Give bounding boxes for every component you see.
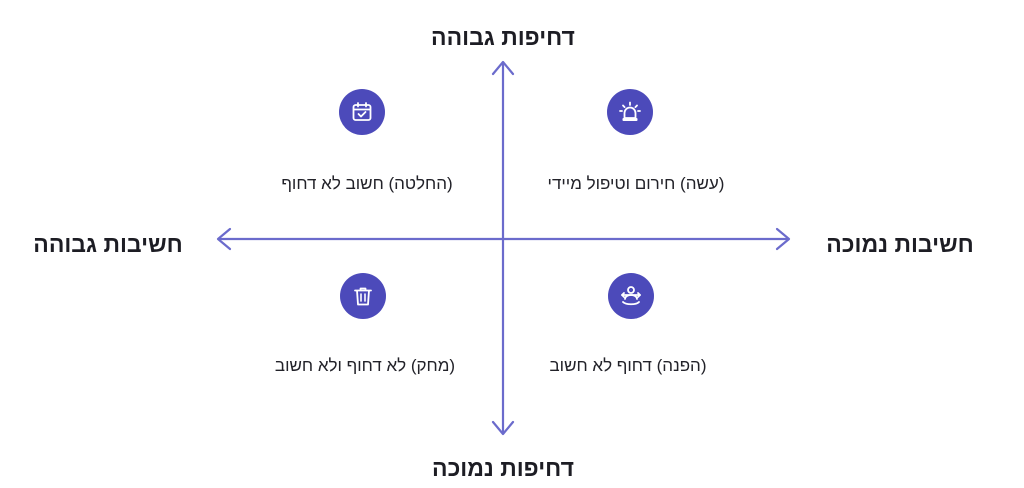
trash-icon — [340, 273, 386, 319]
quadrant-label-top-left: (החלטה) חשוב לא דחוף — [281, 174, 453, 193]
axis-label-top: דחיפות גבוהה — [431, 24, 575, 50]
alarm-siren-icon — [607, 89, 653, 135]
arrow-down — [491, 420, 515, 436]
axis-label-right: חשיבות נמוכה — [826, 231, 974, 257]
calendar-check-icon — [339, 89, 385, 135]
arrow-right — [775, 227, 791, 251]
axis-label-left: חשיבות גבוהה — [33, 231, 183, 257]
quadrant-label-top-right: (עשה) חירום וטיפול מיידי — [547, 174, 725, 193]
delegate-person-icon — [608, 273, 654, 319]
quadrant-label-bottom-left: (מחק) לא דחוף ולא חשוב — [274, 356, 456, 375]
quadrant-label-bottom-right: (הפנה) דחוף לא חשוב — [549, 356, 707, 375]
arrow-up — [491, 60, 515, 76]
axis-label-bottom: דחיפות נמוכה — [432, 455, 574, 481]
arrow-left — [216, 227, 232, 251]
